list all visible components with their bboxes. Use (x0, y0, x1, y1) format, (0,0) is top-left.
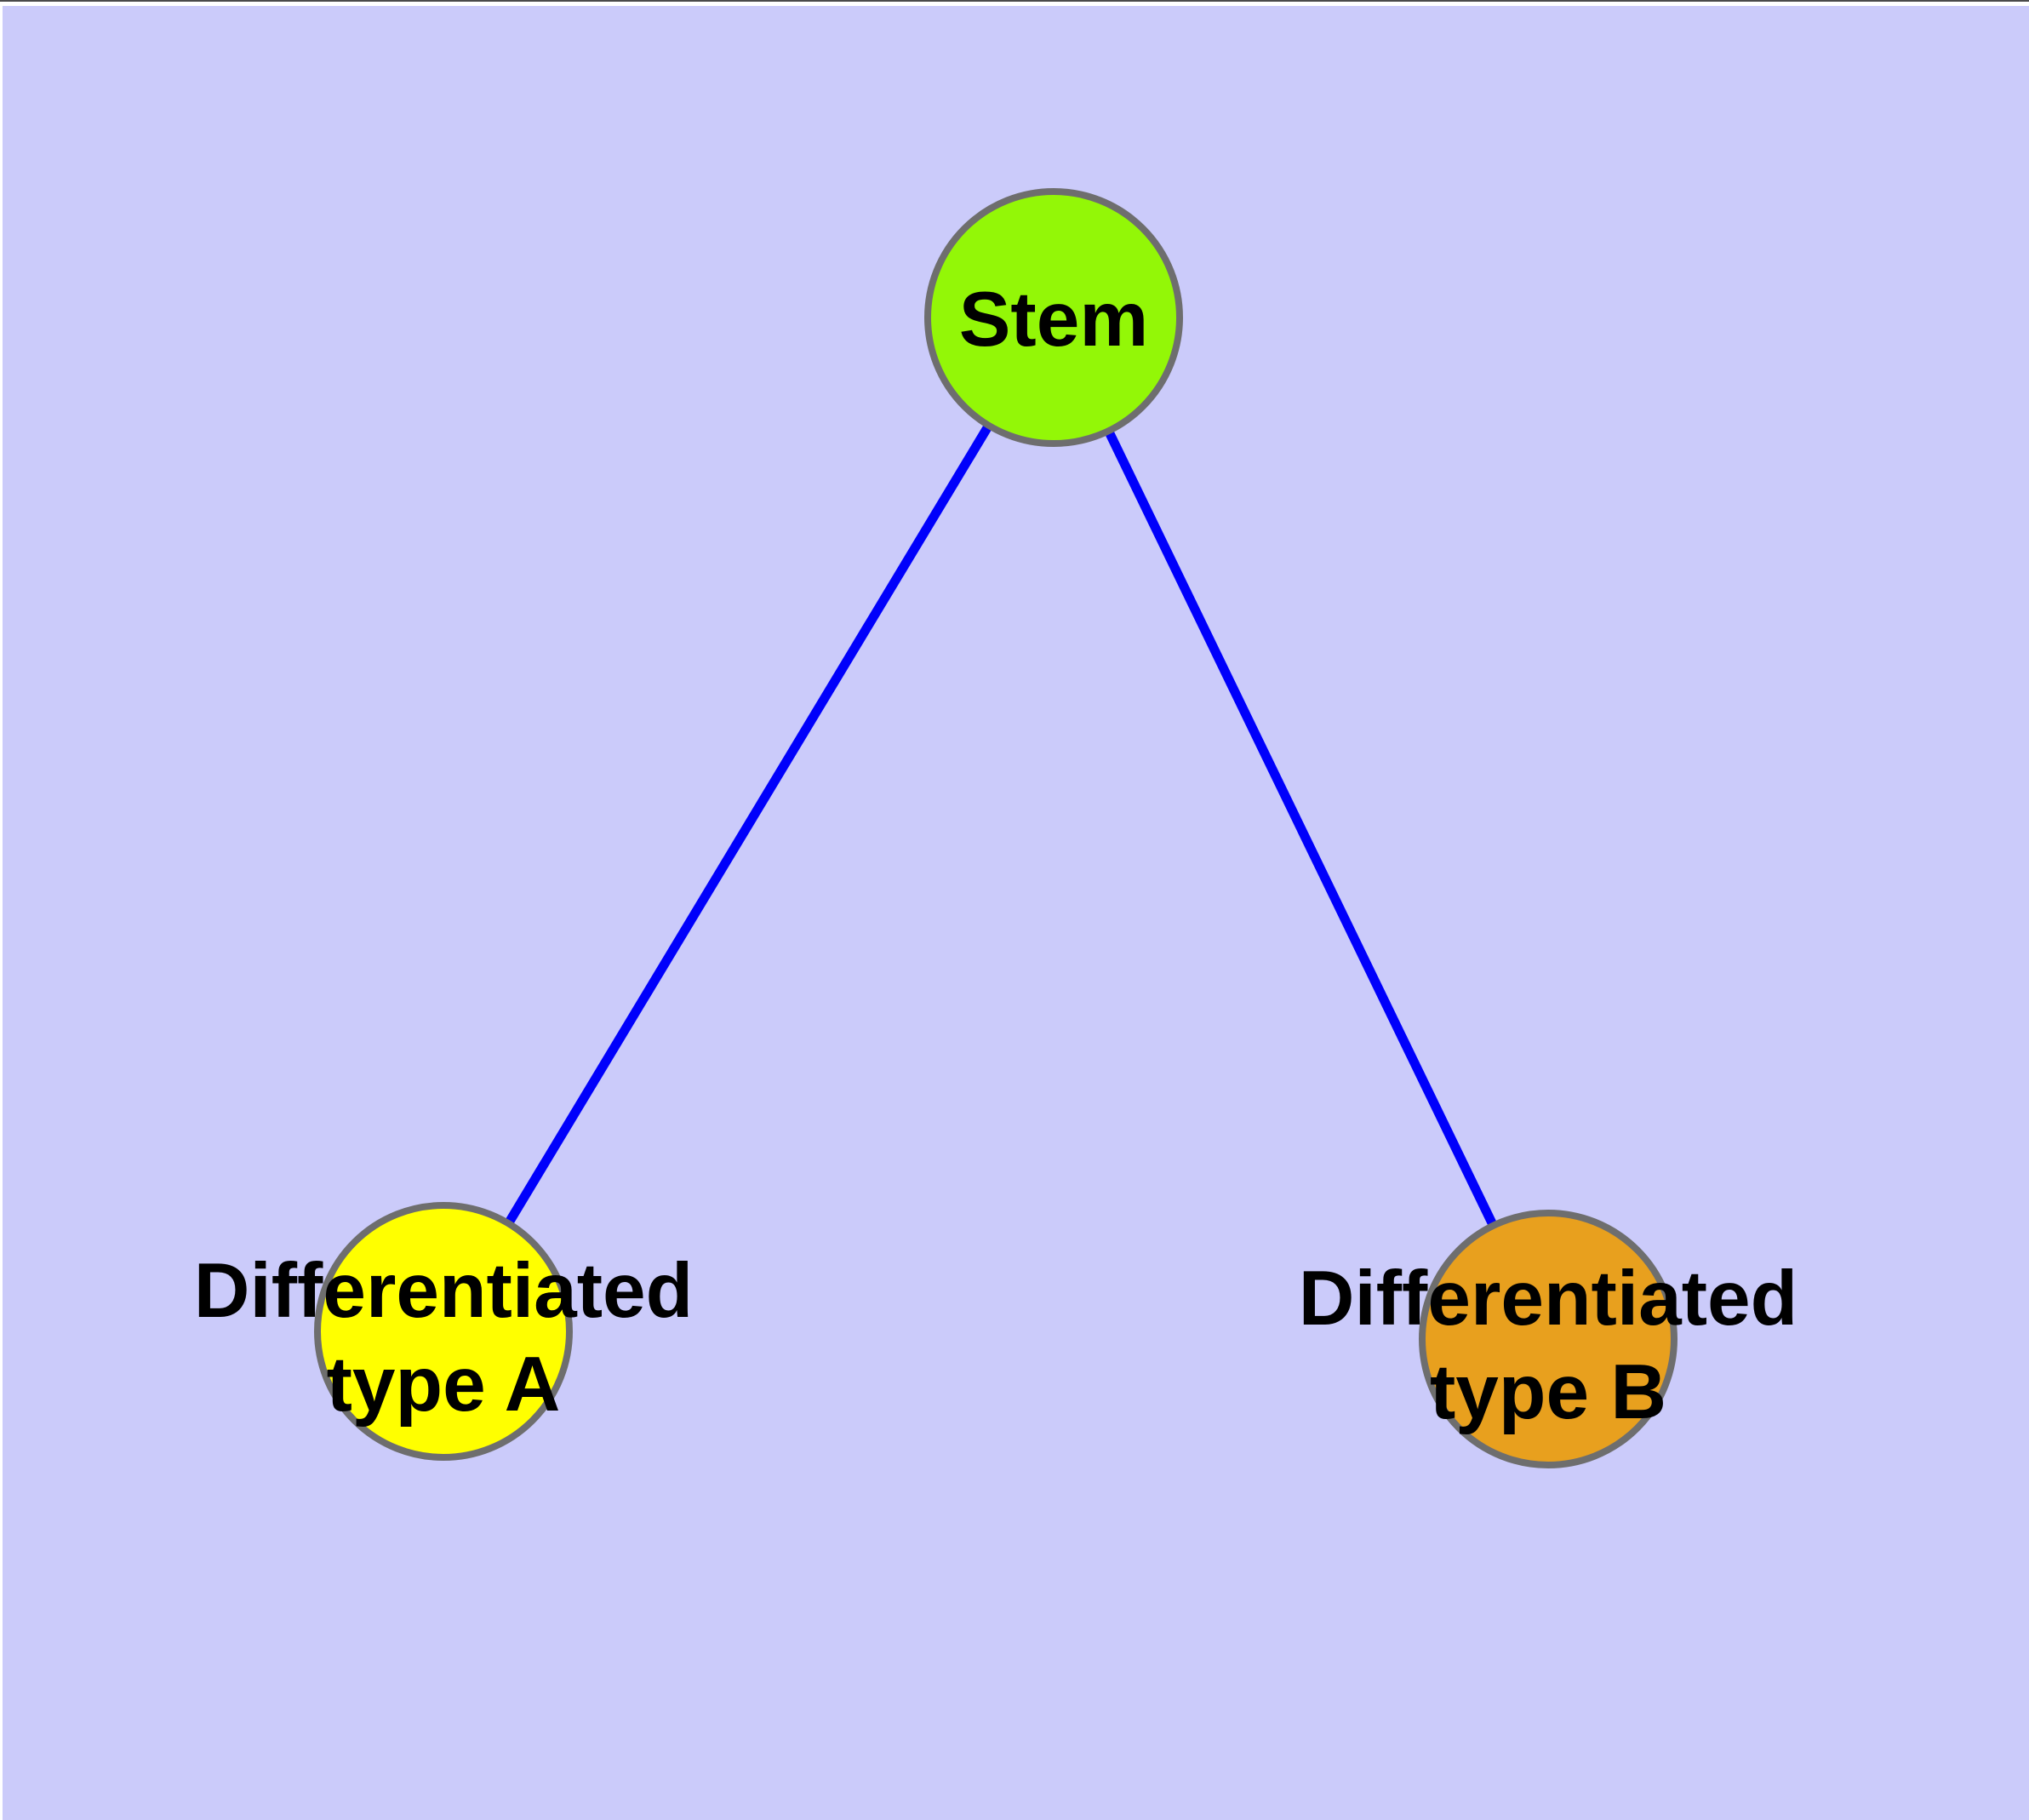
edge-stem-to-type-b (1049, 315, 1552, 1342)
type-a-node (314, 1202, 573, 1461)
edge-stem-to-type-a (439, 315, 1058, 1334)
type-b-node (1419, 1210, 1677, 1468)
type-b-node-label-line2: type B (1430, 1349, 1666, 1435)
stem-node-label: Stem (959, 277, 1149, 363)
type-b-node-label-line1: Differentiated (1299, 1256, 1798, 1342)
node-labels: Stem Differentiated type A Differentiate… (194, 277, 1798, 1435)
type-a-node-label-line1: Differentiated (194, 1248, 694, 1334)
nodes (314, 188, 1677, 1468)
window-top-border (0, 0, 2029, 2)
edges (439, 315, 1552, 1342)
stem-node (924, 188, 1183, 447)
type-a-node-label-line2: type A (327, 1342, 561, 1428)
